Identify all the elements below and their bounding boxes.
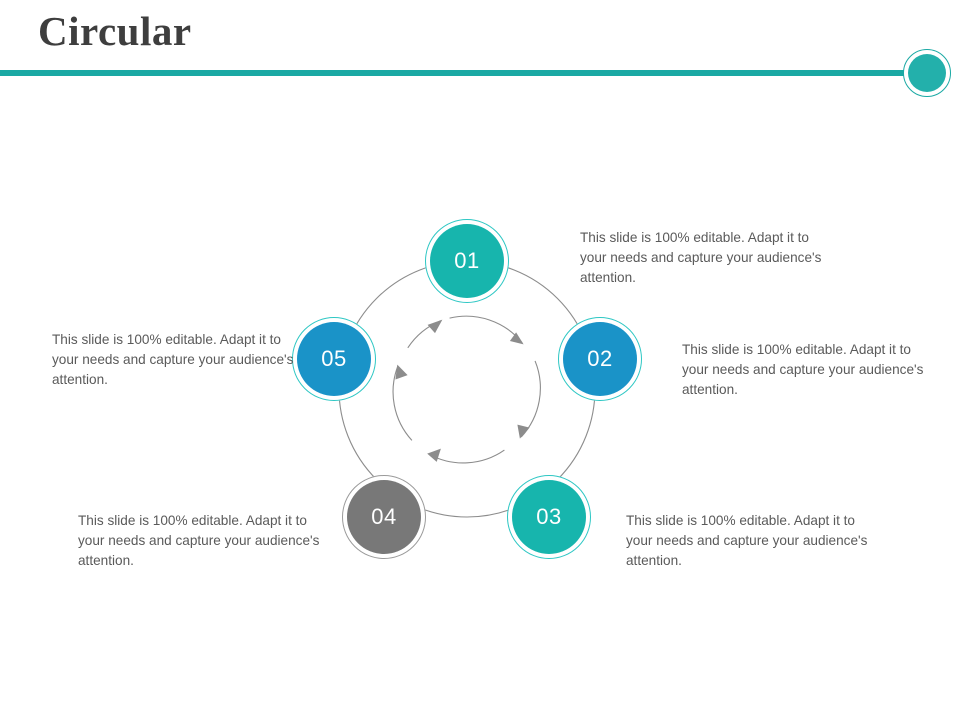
arrow-arc-3 bbox=[428, 449, 505, 464]
arrow-arc-1 bbox=[449, 315, 523, 344]
title-divider-rule bbox=[0, 70, 916, 76]
accent-dot-icon bbox=[903, 49, 951, 97]
node-disc-04 bbox=[347, 480, 421, 554]
node-label-02: 02 bbox=[587, 346, 613, 371]
arrow-arc-5 bbox=[407, 320, 442, 349]
page-title: Circular bbox=[38, 8, 192, 54]
node-ring-05 bbox=[292, 317, 376, 401]
node-description-03: This slide is 100% editable. Adapt it to… bbox=[626, 513, 868, 568]
node-label-01: 01 bbox=[454, 248, 480, 273]
node-disc-01 bbox=[430, 224, 504, 298]
arrow-head-2 bbox=[517, 424, 530, 439]
arrow-head-1 bbox=[509, 332, 524, 345]
arrow-arc-4 bbox=[392, 365, 413, 441]
process-node-02[interactable]: 02 bbox=[558, 317, 642, 401]
node-description-05: This slide is 100% editable. Adapt it to… bbox=[52, 332, 294, 387]
process-node-04[interactable]: 04 bbox=[342, 475, 426, 559]
arrow-head-4 bbox=[395, 364, 408, 380]
node-ring-03 bbox=[507, 475, 591, 559]
node-label-03: 03 bbox=[536, 504, 562, 529]
node-description-04: This slide is 100% editable. Adapt it to… bbox=[78, 513, 320, 568]
arrow-arc-2 bbox=[520, 360, 541, 438]
arrow-head-3 bbox=[427, 448, 441, 462]
process-node-05[interactable]: 05 bbox=[292, 317, 376, 401]
inner-arrow-cycle bbox=[392, 315, 541, 464]
arrow-head-5 bbox=[427, 319, 443, 334]
node-disc-05 bbox=[297, 322, 371, 396]
node-disc-03 bbox=[512, 480, 586, 554]
process-node-03[interactable]: 03 bbox=[507, 475, 591, 559]
node-ring-01 bbox=[425, 219, 509, 303]
node-ring-04 bbox=[342, 475, 426, 559]
node-description-02: This slide is 100% editable. Adapt it to… bbox=[682, 342, 924, 397]
node-disc-02 bbox=[563, 322, 637, 396]
process-node-01[interactable]: 01 bbox=[425, 219, 509, 303]
node-label-04: 04 bbox=[371, 504, 397, 529]
node-description-01: This slide is 100% editable. Adapt it to… bbox=[580, 230, 822, 285]
node-label-05: 05 bbox=[321, 346, 347, 371]
accent-dot-fill bbox=[908, 54, 946, 92]
node-ring-02 bbox=[558, 317, 642, 401]
